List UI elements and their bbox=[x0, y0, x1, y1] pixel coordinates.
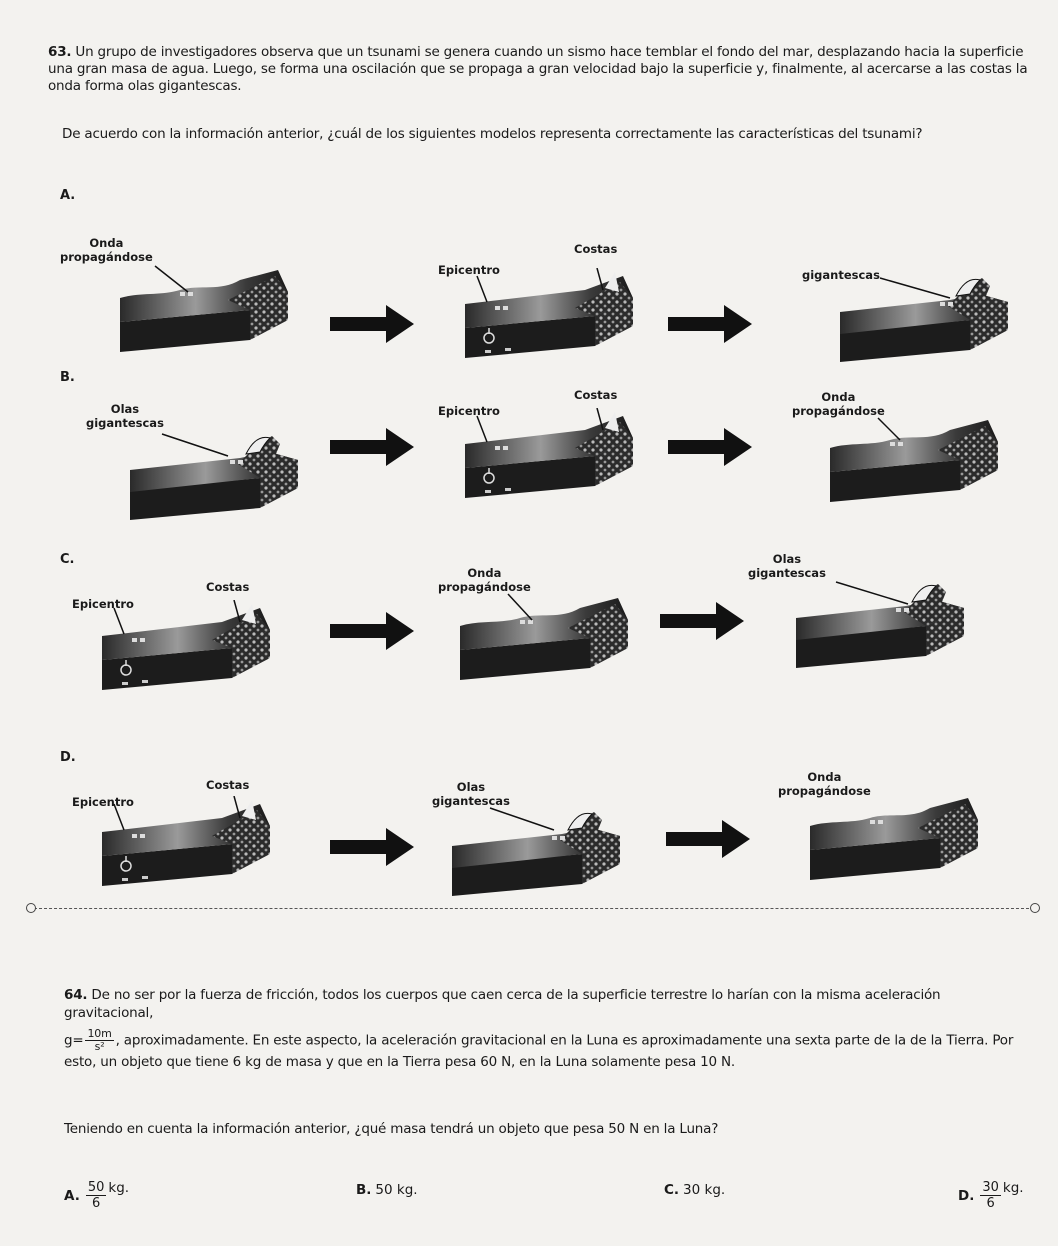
q63-number: 63. bbox=[48, 44, 72, 60]
option-c-panel-1-epicenter bbox=[92, 600, 282, 690]
option-a-panel-1-wave bbox=[120, 265, 288, 352]
option-c-p1-costas: Costas bbox=[206, 580, 250, 594]
option-d-p1-costas: Costas bbox=[206, 778, 250, 792]
option-b-panel-2-epicenter bbox=[455, 408, 645, 498]
option-c-p2-label: Onda propagándose bbox=[438, 566, 531, 594]
divider-end-dot bbox=[26, 903, 36, 913]
arrow-right-icon bbox=[330, 612, 414, 650]
option-a-p1-label: Onda propagándose bbox=[60, 236, 153, 264]
arrow-right-icon bbox=[660, 602, 744, 640]
option-a-p3-label: gigantescas bbox=[802, 268, 880, 282]
option-a-panel-2-epicenter bbox=[455, 268, 645, 358]
option-a-panel-3-giant-waves bbox=[839, 277, 1009, 362]
option-d-p2-label: Olas gigantescas bbox=[432, 780, 510, 808]
q63-text: Un grupo de investigadores observa que u… bbox=[48, 44, 1028, 94]
q64-number: 64. bbox=[64, 987, 88, 1003]
q64-answer-b[interactable]: B.50 kg. bbox=[356, 1182, 418, 1198]
option-b-p1-label: Olas gigantescas bbox=[86, 402, 164, 430]
arrow-right-icon bbox=[330, 428, 414, 466]
q64-text-part1: De no ser por la fuerza de fricción, tod… bbox=[64, 987, 941, 1021]
option-d-letter[interactable]: D. bbox=[60, 750, 76, 765]
option-c-p3-label: Olas gigantescas bbox=[748, 552, 826, 580]
arrow-right-icon bbox=[330, 828, 414, 866]
q63-question: De acuerdo con la información anterior, … bbox=[62, 126, 923, 142]
option-c-letter[interactable]: C. bbox=[60, 552, 75, 567]
arrow-right-icon bbox=[668, 428, 752, 466]
option-b-p3-label: Onda propagándose bbox=[792, 390, 885, 418]
section-divider bbox=[34, 908, 1034, 909]
option-d-panel-2-giant-waves bbox=[451, 807, 621, 896]
option-d-panel-1-epicenter bbox=[92, 796, 282, 886]
q64-question: Teniendo en cuenta la información anteri… bbox=[64, 1121, 719, 1137]
arrow-right-icon bbox=[668, 305, 752, 343]
q63-statement: 63. Un grupo de investigadores observa q… bbox=[48, 44, 1028, 95]
option-a-letter[interactable]: A. bbox=[60, 188, 76, 203]
option-d-p1-epicentro: Epicentro bbox=[72, 795, 134, 809]
q64-text-part2: , aproximadamente. En este aspecto, la a… bbox=[64, 1032, 1014, 1071]
arrow-right-icon bbox=[666, 820, 750, 858]
q64-g-prefix: g= bbox=[64, 1032, 84, 1049]
option-d-panel-3-wave bbox=[810, 798, 978, 880]
option-b-panel-3-wave bbox=[830, 417, 998, 502]
option-a-p2-costas: Costas bbox=[574, 242, 618, 256]
option-a-p2-epicentro: Epicentro bbox=[438, 263, 500, 277]
option-b-letter[interactable]: B. bbox=[60, 370, 75, 385]
q64-statement: 64. De no ser por la fuerza de fricción,… bbox=[64, 986, 1024, 1071]
divider-end-dot bbox=[1030, 903, 1040, 913]
option-b-p2-epicentro: Epicentro bbox=[438, 404, 500, 418]
arrow-right-icon bbox=[330, 305, 414, 343]
option-b-p2-costas: Costas bbox=[574, 388, 618, 402]
option-c-p1-epicentro: Epicentro bbox=[72, 597, 134, 611]
option-d-p3-label: Onda propagándose bbox=[778, 770, 871, 798]
option-c-panel-3-giant-waves bbox=[795, 581, 965, 668]
q64-answer-c[interactable]: C.30 kg. bbox=[664, 1182, 726, 1198]
option-c-panel-2-wave bbox=[460, 593, 628, 680]
option-b-panel-1-giant-waves bbox=[129, 433, 299, 520]
